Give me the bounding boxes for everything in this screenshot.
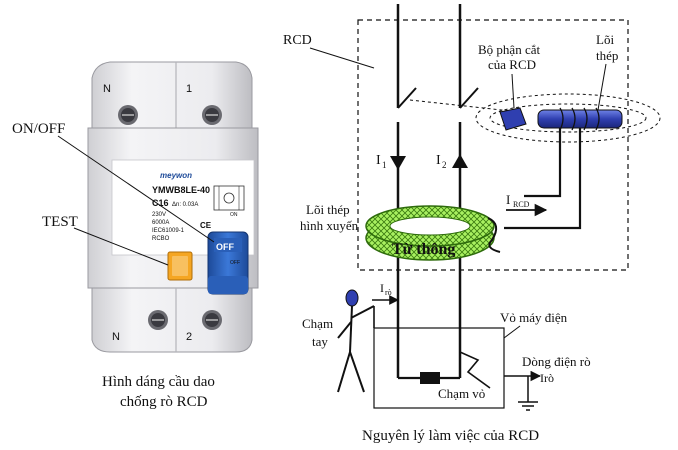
toggle-off-marking: OFF	[230, 260, 240, 266]
toggle-text: OFF	[216, 242, 234, 252]
touch-label-1: Chạm	[302, 316, 333, 331]
trip-plunger	[499, 107, 527, 131]
i1-label: I	[376, 153, 381, 168]
field-line-inner	[489, 103, 647, 133]
top-terminal-screw-1	[202, 105, 222, 125]
device-brand: meywon	[160, 171, 192, 180]
iro-label: I	[380, 281, 384, 295]
core-label-1: Lõi	[596, 32, 614, 47]
leak-label-1: Dòng điện rò	[522, 354, 591, 369]
casing-label: Vỏ máy điện	[500, 310, 568, 325]
i2-arrow-icon	[452, 154, 468, 168]
on-off-toggle[interactable]: OFF	[207, 231, 249, 295]
device-breaking: 6000A	[152, 220, 169, 226]
core-label-2: thép	[596, 48, 618, 63]
top-terminal-n-label: N	[103, 83, 111, 95]
test-leader	[73, 227, 169, 266]
device-standard: IEC61009-1	[152, 228, 185, 234]
short-label: Chạm vỏ	[438, 386, 485, 401]
i1-arrow-icon	[390, 156, 406, 170]
bottom-terminal-screw-2	[202, 310, 222, 330]
top-terminal-1-label: 1	[186, 83, 192, 95]
ce-mark: CE	[200, 221, 212, 230]
test-label: TEST	[42, 214, 78, 230]
cut-part-leader	[511, 73, 515, 109]
iro-subscript: rò	[385, 288, 392, 297]
rcd-leader	[309, 47, 375, 69]
rcd-device: N 1 meywon YMWB8LE-40 C16 Δn: 0.03A 230V…	[87, 61, 259, 353]
device-voltage: 230V	[152, 212, 166, 218]
device-model: YMWB8LE-40	[152, 185, 210, 195]
rcd-label: RCD	[283, 33, 312, 48]
i2-subscript: 2	[442, 160, 447, 170]
test-button[interactable]	[167, 251, 193, 281]
touch-label-2: tay	[312, 334, 328, 349]
device-rating: C16	[152, 198, 169, 208]
leak-label-2: Irò	[540, 371, 554, 385]
toggle-on-marking: ON	[230, 212, 238, 218]
trip-coil	[537, 107, 623, 131]
toroid-label-1: Lõi thép	[306, 202, 350, 217]
ircd-label: I	[506, 192, 510, 207]
rcd-enclosure	[357, 19, 629, 271]
bottom-terminal-screw-n	[148, 310, 168, 330]
on-off-leader	[57, 135, 215, 243]
short-to-case-icon	[459, 351, 491, 389]
i2-label: I	[436, 153, 441, 168]
field-line-outer	[475, 93, 661, 143]
bottom-terminal-2-label: 2	[186, 331, 192, 343]
left-caption-line1: Hình dáng cầu dao	[102, 374, 215, 390]
right-caption: Nguyên lý làm việc của RCD	[362, 428, 539, 444]
coil-lead-2	[504, 128, 582, 230]
top-terminal-screw-n	[118, 105, 138, 125]
toroidal-core	[365, 205, 501, 261]
flux-label: Từ thông	[392, 241, 455, 258]
i1-subscript: 1	[382, 160, 387, 170]
bottom-terminal-n-label: N	[112, 331, 120, 343]
device-type: RCBO	[152, 236, 170, 242]
device-spec-a: Δn: 0.03A	[172, 202, 198, 208]
coil-lead-1	[524, 128, 562, 198]
ground-icon	[518, 401, 538, 411]
rcd-schematic: RCD I 1 I 2 Bộ phận cắt của RCD	[283, 4, 661, 444]
on-off-label: ON/OFF	[12, 121, 65, 137]
core-leader	[597, 63, 607, 111]
cut-part-label-1: Bộ phận cắt	[478, 42, 540, 57]
toroid-label-2: hình xuyến	[300, 218, 359, 233]
machine-casing	[373, 327, 505, 409]
person-figure-icon	[337, 289, 375, 393]
circuit-symbol-icon	[213, 185, 245, 211]
left-caption-line2: chống rò RCD	[120, 394, 208, 410]
load-resistor	[420, 372, 440, 384]
ircd-subscript: RCD	[513, 200, 530, 209]
cut-part-label-2: của RCD	[488, 57, 536, 72]
